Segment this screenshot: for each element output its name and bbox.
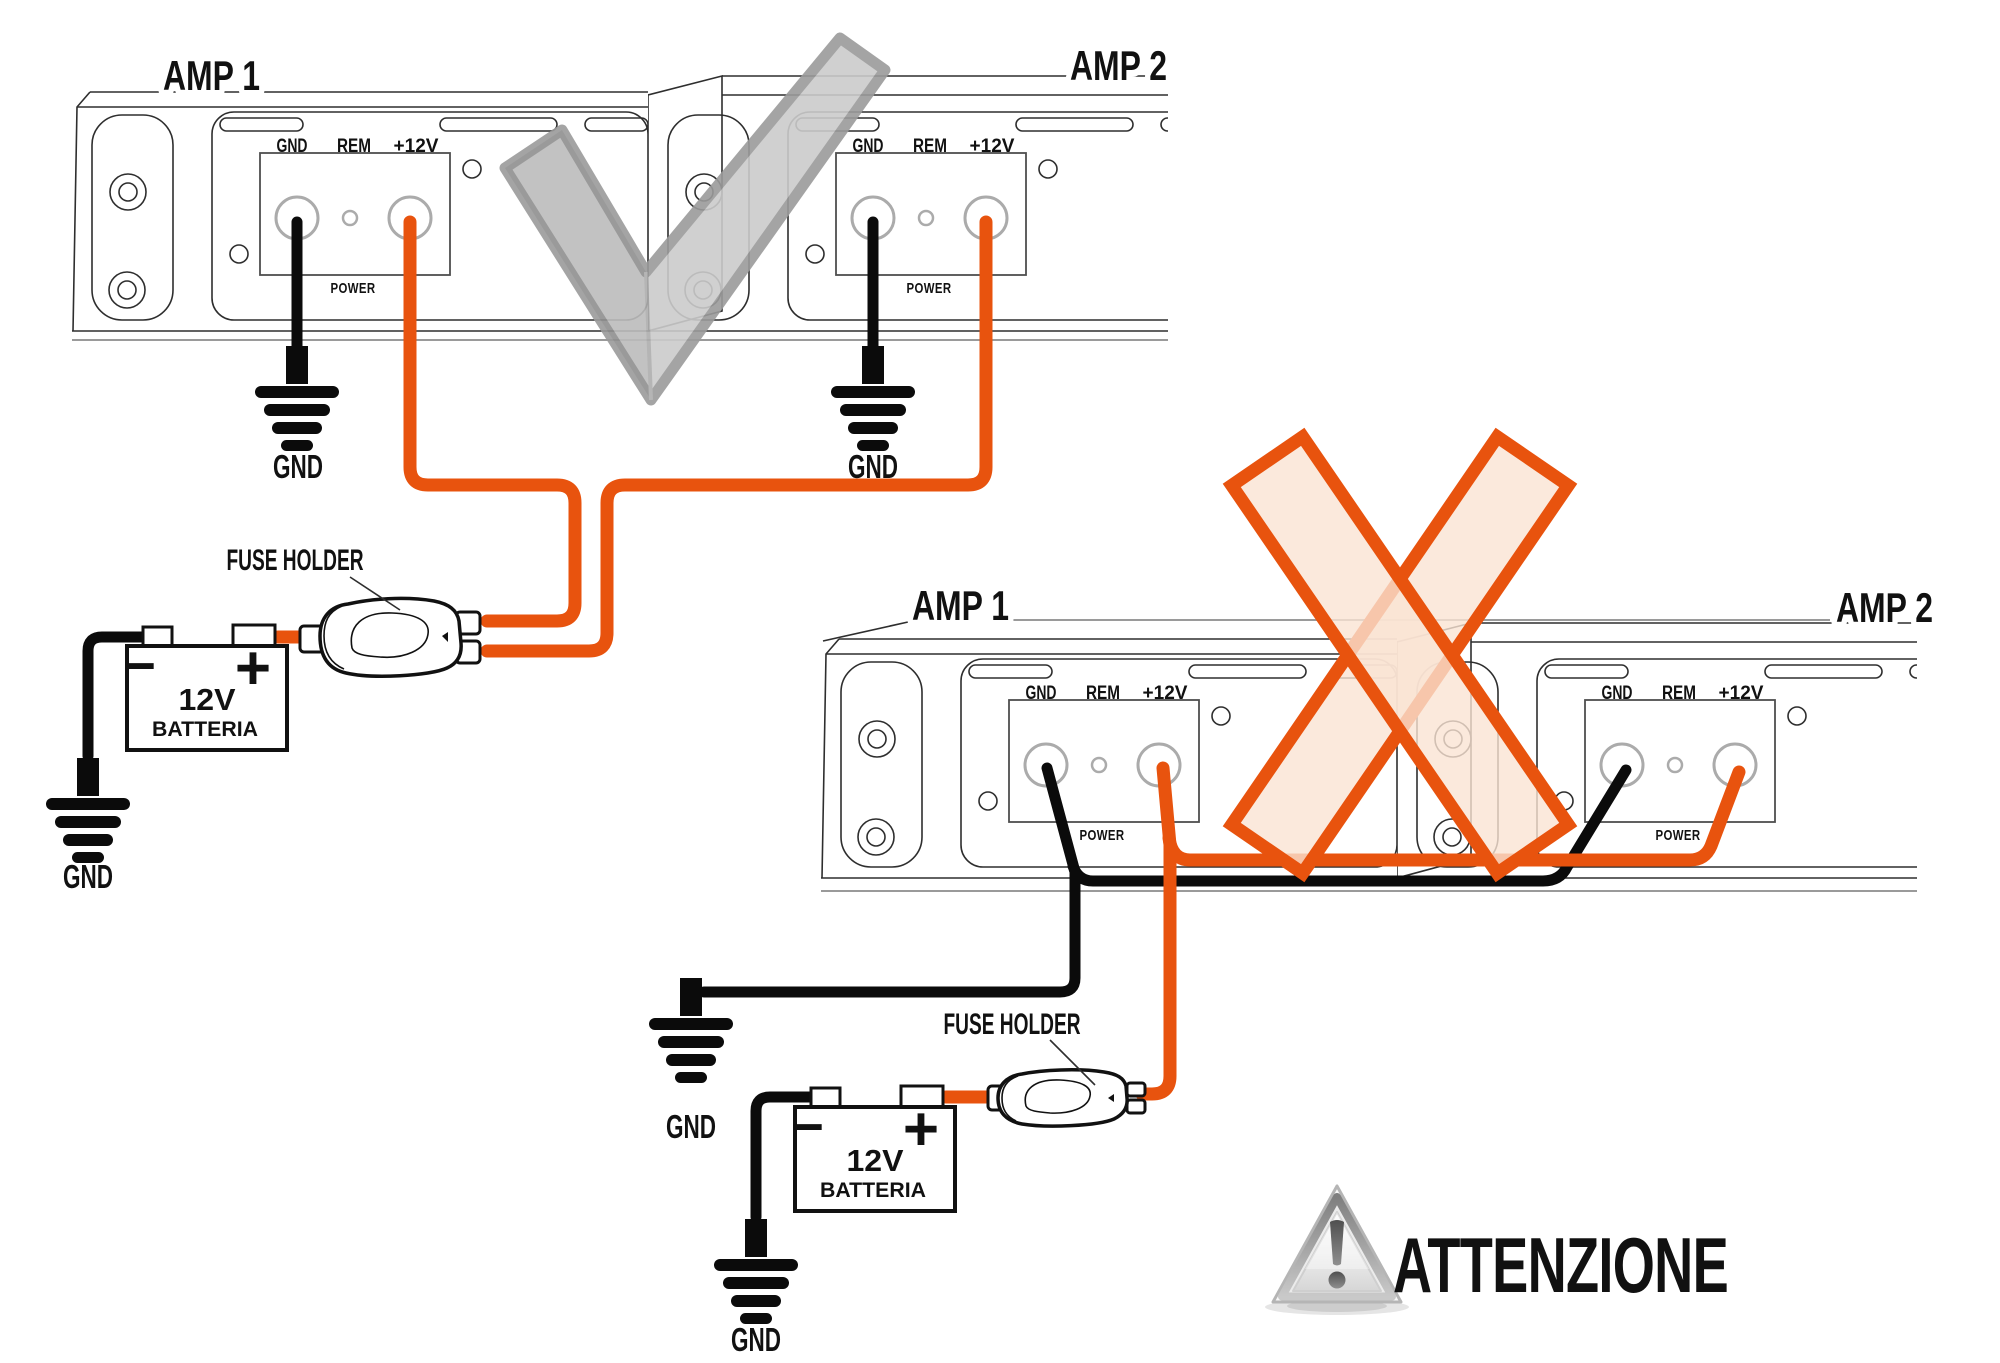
- amp1-power-label: POWER: [1080, 827, 1125, 844]
- amp1-12v-label: +12V: [1143, 683, 1188, 704]
- amp2-power-label: POWER: [1656, 827, 1701, 844]
- amp1-rem-label: REM: [1086, 683, 1120, 704]
- amp1-power-label: POWER: [331, 280, 376, 297]
- warning-label: ATTENZIONE: [1393, 1221, 1728, 1309]
- battery-minus-sign: −: [124, 636, 156, 696]
- daisy-power-wires: [939, 761, 1746, 1104]
- amp1-ground-label: GND: [666, 1108, 716, 1145]
- amp2-label: AMP 2: [1070, 42, 1167, 89]
- amp1-label: AMP 1: [163, 52, 260, 99]
- amp1-12v-label: +12V: [394, 136, 439, 157]
- amp2-rem-label: REM: [1662, 683, 1696, 704]
- fuse-holder-label: FUSE HOLDER: [944, 1008, 1081, 1041]
- battery-plus-sign: +: [235, 634, 271, 703]
- battery-name: BATTERIA: [820, 1179, 926, 1202]
- amp1-gnd-label: GND: [1026, 683, 1057, 704]
- battery-ground-label: GND: [63, 858, 113, 895]
- battery-name: BATTERIA: [152, 718, 258, 741]
- amp2-power-label: POWER: [907, 280, 952, 297]
- amp2-rem-label: REM: [913, 136, 947, 157]
- amp2-label: AMP 2: [1836, 584, 1933, 631]
- battery-voltage: 12V: [179, 682, 236, 717]
- fuse-holder-label: FUSE HOLDER: [227, 544, 364, 577]
- daisy-ground-wires: [698, 762, 1632, 998]
- amp2-gnd-label: GND: [1602, 683, 1633, 704]
- correct-wiring-diagram: AMP 1 AMP 2 GND REM +12V POWER GND REM +…: [46, 32, 1174, 895]
- amp1-gnd-label: GND: [277, 136, 308, 157]
- ground-symbol-icon: [46, 758, 130, 863]
- battery-icon: − + 12V BATTERIA: [82, 623, 289, 762]
- amp1-rem-label: REM: [337, 136, 371, 157]
- ground-symbol-icon: [831, 346, 915, 451]
- x-cross-icon: [1222, 427, 1578, 883]
- amp2-12v-label: +12V: [1719, 683, 1764, 704]
- fuse-holder-icon: [986, 1068, 1147, 1128]
- checkmark-icon: [499, 32, 891, 406]
- warning-triangle-icon: [1265, 1184, 1409, 1315]
- incorrect-wiring-diagram: AMP 1 AMP 2 GND REM +12V POWER GND REM +…: [649, 427, 1940, 1358]
- battery-ground-label: GND: [731, 1321, 781, 1358]
- ground-symbol-icon: [714, 1219, 798, 1324]
- ground-wires: [291, 216, 879, 354]
- fuse-holder-icon: [298, 596, 482, 678]
- amp2-gnd-label: GND: [853, 136, 884, 157]
- battery-icon: − + 12V BATTERIA: [750, 1084, 957, 1223]
- battery-voltage: 12V: [847, 1143, 904, 1178]
- amp1-label: AMP 1: [912, 582, 1009, 629]
- battery-minus-sign: −: [792, 1097, 824, 1157]
- ground-symbol-icon: [255, 346, 339, 451]
- amp1-ground-label: GND: [273, 448, 323, 485]
- battery-plus-sign: +: [903, 1095, 939, 1164]
- amp2-12v-label: +12V: [970, 136, 1015, 157]
